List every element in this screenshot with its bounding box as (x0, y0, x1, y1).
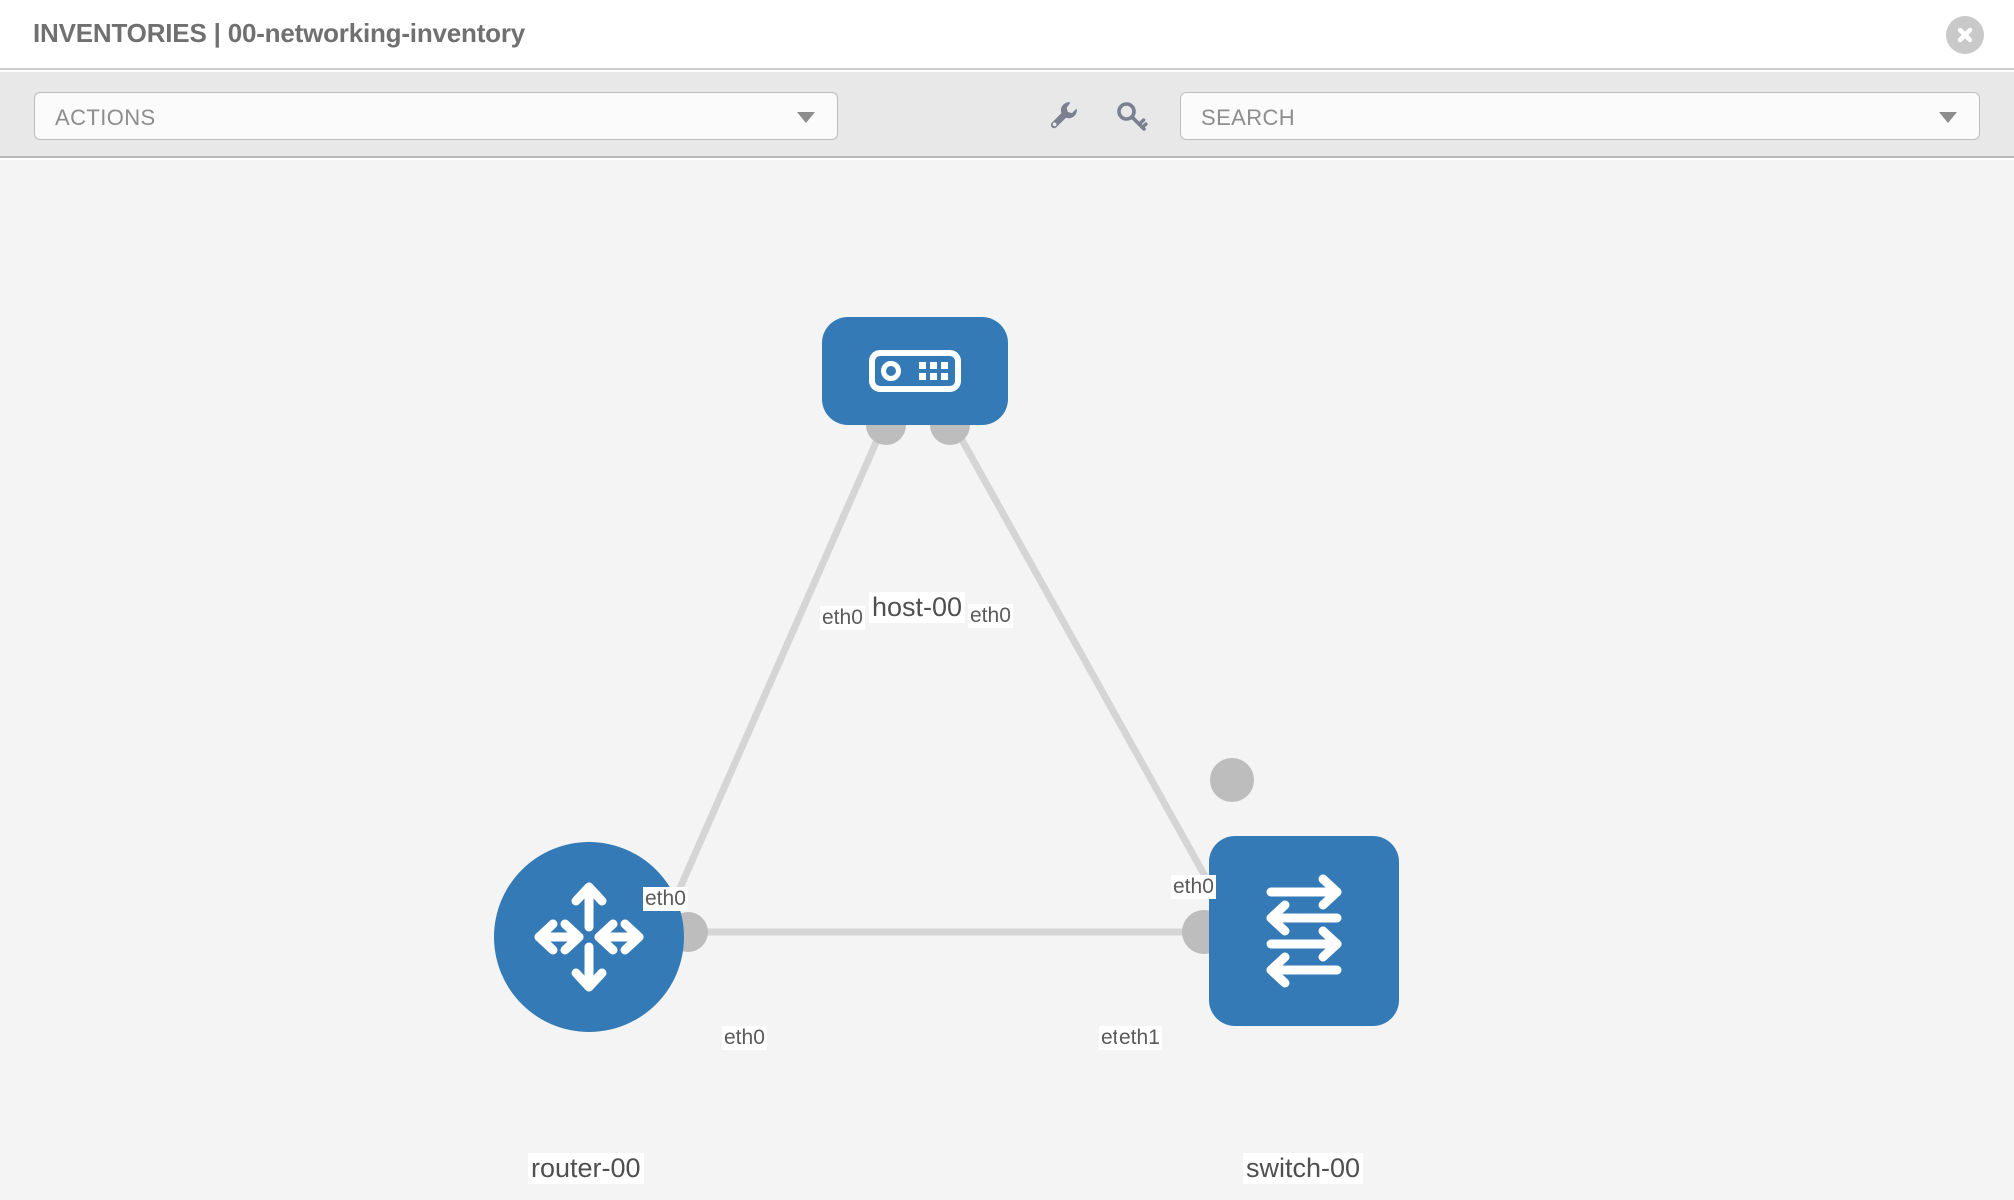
node-label-router-00: router-00 (528, 1153, 644, 1184)
node-router-00[interactable] (494, 842, 684, 1032)
edge-label-router-uplink: eth0 (643, 887, 688, 911)
edge-label-host-left: eth0 (820, 606, 865, 630)
node-host-00[interactable] (822, 317, 1008, 425)
topology-canvas[interactable]: host-00 router-00 switch-00 eth0 eth0 et… (0, 160, 2014, 1200)
wrench-icon[interactable] (1040, 92, 1088, 140)
key-icon[interactable] (1108, 92, 1156, 140)
node-switch-00[interactable] (1209, 836, 1399, 1026)
router-icon (534, 882, 644, 992)
connector-switch-top[interactable] (1210, 758, 1254, 802)
edge-label-switch-uplink: eth0 (1171, 875, 1216, 899)
edge-label-router-right: eth0 (722, 1026, 767, 1050)
link-host-router[interactable] (654, 420, 889, 940)
edge-label-host-right: eth0 (968, 604, 1013, 628)
link-host-switch[interactable] (948, 420, 1239, 932)
chevron-down-icon (1939, 112, 1957, 123)
page-title: INVENTORIES | 00-networking-inventory (33, 18, 526, 48)
node-label-host-00: host-00 (869, 592, 966, 623)
actions-dropdown-label: ACTIONS (55, 105, 156, 130)
close-icon[interactable] (1946, 16, 1984, 54)
server-icon (869, 350, 961, 392)
chevron-down-icon (797, 112, 815, 123)
toolbar: ACTIONS SEARCH (0, 72, 2014, 158)
switch-icon (1266, 874, 1342, 988)
edge-label-switch-eth1: eth1 (1117, 1026, 1162, 1050)
node-label-switch-00: switch-00 (1243, 1153, 1364, 1184)
search-placeholder-label: SEARCH (1201, 105, 1296, 130)
page-header: INVENTORIES | 00-networking-inventory (0, 0, 2014, 70)
search-input[interactable]: SEARCH (1180, 92, 1980, 140)
topology-links (654, 405, 1254, 954)
actions-dropdown[interactable]: ACTIONS (34, 92, 838, 140)
